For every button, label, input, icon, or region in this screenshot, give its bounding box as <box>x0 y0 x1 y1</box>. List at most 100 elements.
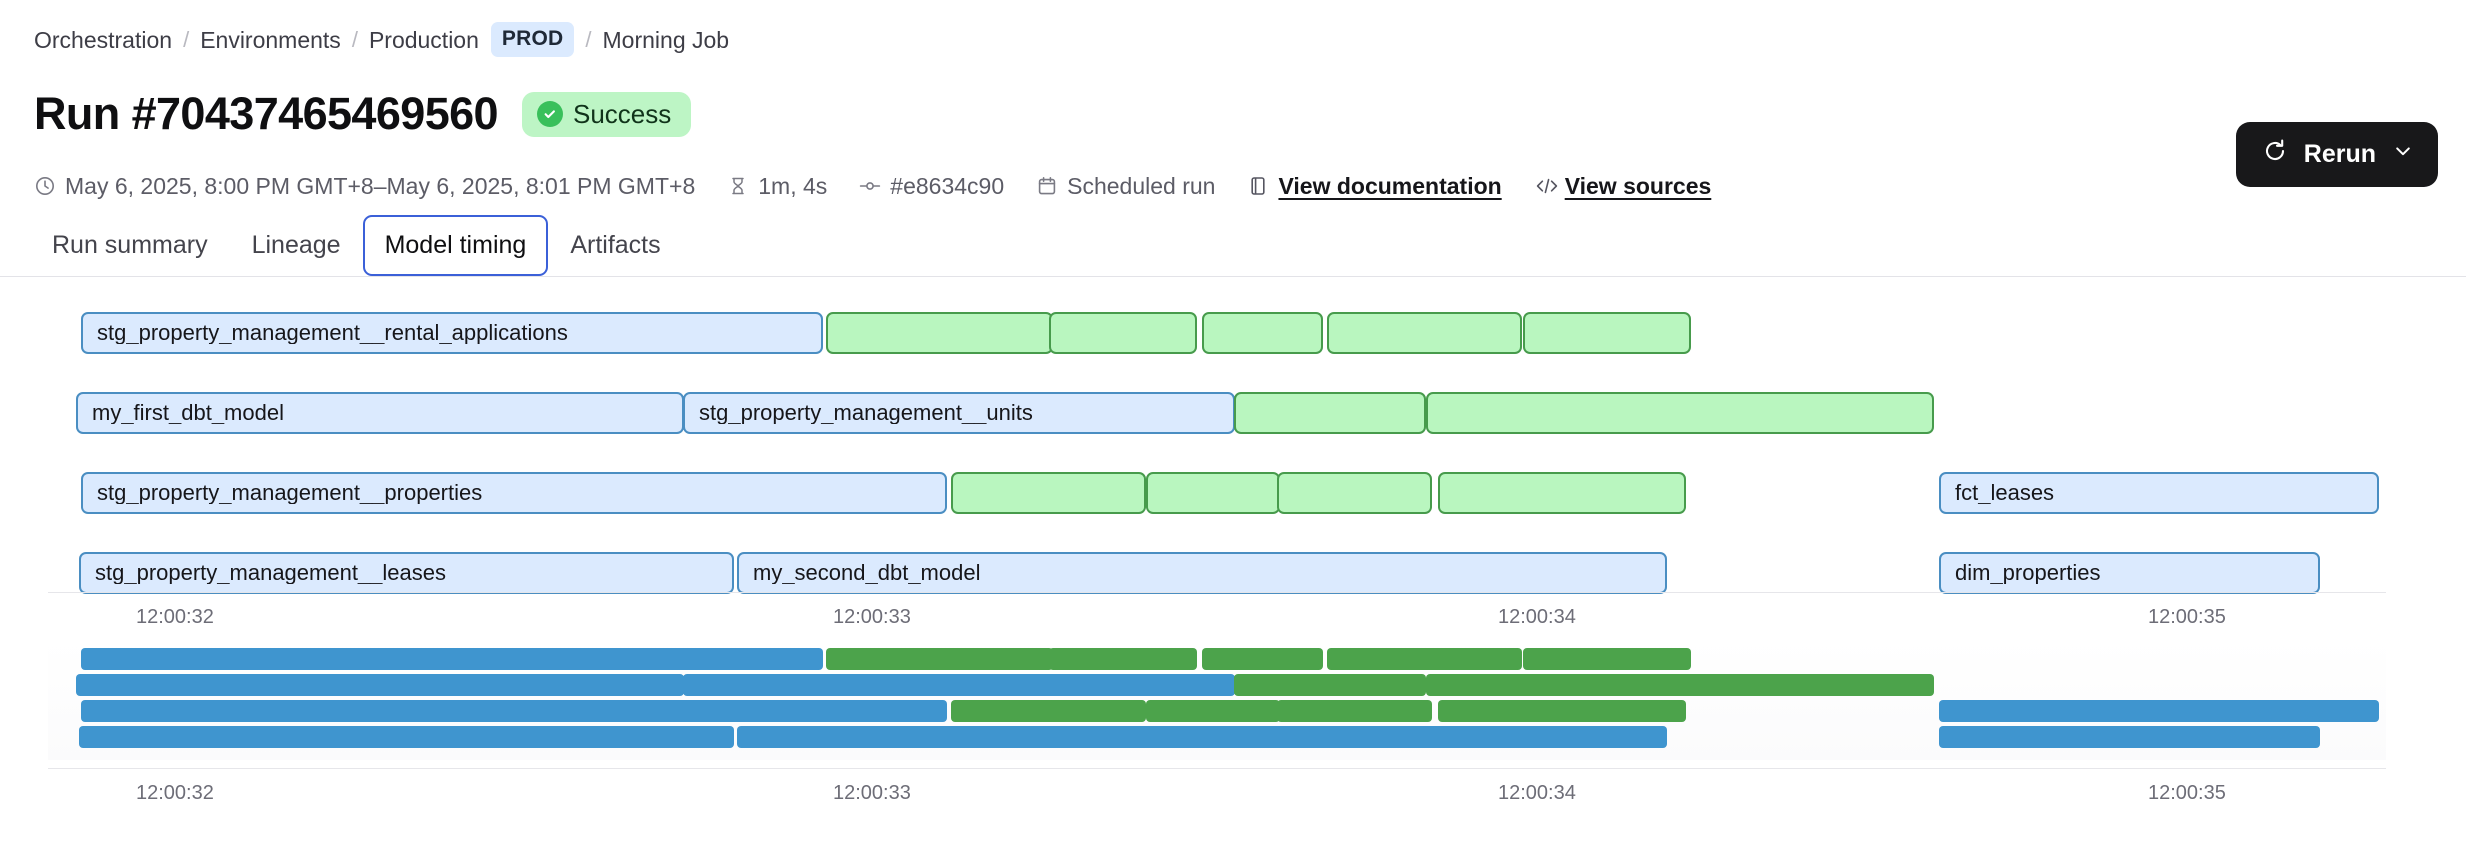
tab-model-timing[interactable]: Model timing <box>362 215 549 276</box>
hourglass-icon <box>727 175 749 197</box>
axis-tick-label: 12:00:32 <box>136 782 214 804</box>
axis-tick-label: 12:00:35 <box>2148 606 2226 628</box>
metadata-duration: 1m, 4s <box>727 172 827 200</box>
gantt-row: stg_property_management__properties fct_l… <box>0 472 2466 514</box>
gantt-bar-my_first_dbt_model[interactable]: my_first_dbt_model <box>76 392 684 434</box>
minimap-bar[interactable] <box>1327 648 1522 670</box>
minimap-bar[interactable] <box>1939 700 2379 722</box>
gantt-bar-stg_property_management__properties[interactable]: stg_property_management__properties <box>81 472 947 514</box>
page-title: Run #70437465469560 <box>34 88 499 139</box>
minimap-bar[interactable] <box>1277 700 1432 722</box>
gantt-bar-stg_property_management__leases[interactable]: stg_property_management__leases <box>79 552 734 594</box>
minimap-bar[interactable] <box>683 674 1235 696</box>
gantt-bar-dim_properties[interactable]: dim_properties <box>1939 552 2320 594</box>
minimap-bar[interactable] <box>737 726 1667 748</box>
view-documentation-link[interactable]: View documentation <box>1278 173 1502 199</box>
gantt-bar-stg_property_management__units[interactable]: stg_property_management__units <box>683 392 1235 434</box>
minimap-row <box>0 674 2466 696</box>
axis-tick-label: 12:00:33 <box>833 606 911 628</box>
model-timing-gantt: stg_property_management__rental_applicat… <box>0 312 2466 602</box>
breadcrumb-item-orchestration[interactable]: Orchestration <box>34 26 173 53</box>
gantt-bar-test[interactable] <box>1523 312 1691 354</box>
metadata-duration-value: 1m, 4s <box>758 173 828 199</box>
gantt-bar-test[interactable] <box>1438 472 1686 514</box>
axis-tick-label: 12:00:32 <box>136 606 214 628</box>
gantt-bar-label: stg_property_management__leases <box>95 562 447 584</box>
book-icon <box>1247 175 1269 197</box>
breadcrumb-separator: / <box>351 26 358 52</box>
breadcrumb-item-current: Morning Job <box>602 26 730 53</box>
metadata-sources[interactable]: View sources <box>1534 172 1712 200</box>
git-commit-icon <box>859 175 881 197</box>
minimap-row <box>0 700 2466 722</box>
status-badge-label: Success <box>572 98 672 129</box>
minimap-bar[interactable] <box>79 726 734 748</box>
environment-badge: PROD <box>490 22 575 57</box>
model-timing-minimap[interactable] <box>0 640 2466 760</box>
gantt-bar-stg_property_management__rental_applications[interactable]: stg_property_management__rental_applicat… <box>81 312 823 354</box>
axis-tick-label: 12:00:33 <box>833 782 911 804</box>
minimap-bar[interactable] <box>1146 700 1280 722</box>
minimap-bar[interactable] <box>1049 648 1197 670</box>
metadata-commit-value: #e8634c90 <box>890 173 1005 199</box>
gantt-bar-fct_leases[interactable]: fct_leases <box>1939 472 2379 514</box>
refresh-icon <box>2262 138 2288 171</box>
breadcrumb: Orchestration / Environments / Productio… <box>34 22 729 57</box>
gantt-row: my_first_dbt_model stg_property_managemen… <box>0 392 2466 434</box>
minimap-bar[interactable] <box>1939 726 2320 748</box>
view-sources-link[interactable]: View sources <box>1564 173 1712 199</box>
chevron-down-icon[interactable] <box>2392 140 2414 169</box>
minimap-bar[interactable] <box>1426 674 1934 696</box>
gantt-bar-label: fct_leases <box>1955 482 2055 504</box>
axis-rule <box>48 768 2386 769</box>
check-circle-icon <box>536 100 563 127</box>
minimap-bar[interactable] <box>81 648 823 670</box>
title-row: Run #70437465469560 Success <box>34 88 692 140</box>
tab-divider <box>0 276 2466 277</box>
axis-tick-label: 12:00:35 <box>2148 782 2226 804</box>
tab-run-summary[interactable]: Run summary <box>52 231 208 259</box>
gantt-bar-test[interactable] <box>1234 392 1426 434</box>
gantt-bar-test[interactable] <box>1277 472 1432 514</box>
gantt-bar-label: stg_property_management__rental_applicat… <box>97 322 568 344</box>
gantt-bar-test[interactable] <box>1426 392 1934 434</box>
gantt-bar-test[interactable] <box>1202 312 1323 354</box>
axis-rule <box>48 592 2386 593</box>
tab-artifacts[interactable]: Artifacts <box>570 231 661 259</box>
breadcrumb-separator: / <box>183 26 190 52</box>
minimap-bar[interactable] <box>1438 700 1686 722</box>
gantt-bar-test[interactable] <box>826 312 1053 354</box>
code-icon <box>1534 175 1557 197</box>
minimap-bar[interactable] <box>951 700 1146 722</box>
minimap-bar[interactable] <box>1202 648 1323 670</box>
gantt-bar-label: my_second_dbt_model <box>753 562 981 584</box>
metadata-timestamp: May 6, 2025, 8:00 PM GMT+8–May 6, 2025, … <box>34 172 695 200</box>
axis-tick-label: 12:00:34 <box>1498 782 1576 804</box>
gantt-bar-label: stg_property_management__properties <box>97 482 483 504</box>
gantt-row: stg_property_management__rental_applicat… <box>0 312 2466 354</box>
gantt-bar-test[interactable] <box>1146 472 1280 514</box>
metadata-trigger-value: Scheduled run <box>1067 173 1216 199</box>
metadata-commit: #e8634c90 <box>859 172 1004 200</box>
gantt-bar-test[interactable] <box>1327 312 1522 354</box>
minimap-bar[interactable] <box>1523 648 1691 670</box>
gantt-bar-my_second_dbt_model[interactable]: my_second_dbt_model <box>737 552 1667 594</box>
breadcrumb-item-production[interactable]: Production <box>368 26 479 53</box>
minimap-row <box>0 648 2466 670</box>
metadata-documentation[interactable]: View documentation <box>1247 172 1502 200</box>
gantt-bar-label: stg_property_management__units <box>699 402 1033 424</box>
gantt-bar-label: dim_properties <box>1955 562 2101 584</box>
gantt-axis-bottom: 12:00:32 12:00:33 12:00:34 12:00:35 <box>0 768 2466 812</box>
minimap-bar[interactable] <box>826 648 1053 670</box>
rerun-button[interactable]: Rerun <box>2235 122 2438 187</box>
breadcrumb-separator: / <box>585 26 592 52</box>
minimap-bar[interactable] <box>81 700 947 722</box>
minimap-bar[interactable] <box>76 674 684 696</box>
breadcrumb-item-environments[interactable]: Environments <box>200 26 341 53</box>
gantt-bar-test[interactable] <box>951 472 1146 514</box>
gantt-bar-test[interactable] <box>1049 312 1197 354</box>
minimap-bar[interactable] <box>1234 674 1426 696</box>
run-metadata: May 6, 2025, 8:00 PM GMT+8–May 6, 2025, … <box>34 172 1711 200</box>
tab-lineage[interactable]: Lineage <box>251 231 341 259</box>
